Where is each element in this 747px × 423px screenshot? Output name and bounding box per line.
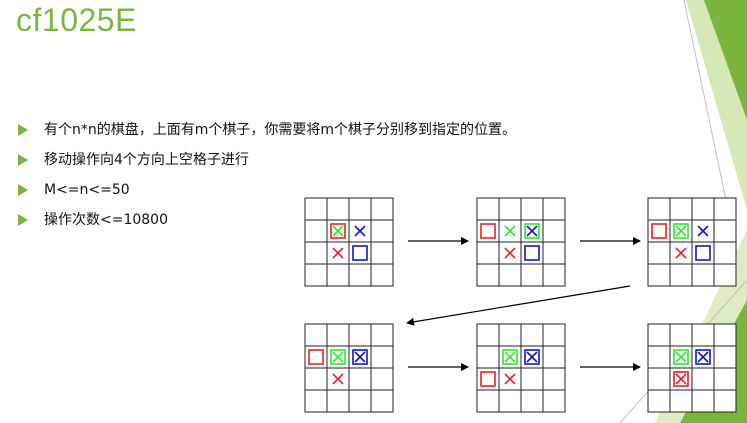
board-5 — [476, 323, 566, 413]
x-target-icon — [504, 225, 516, 237]
x-target-icon — [354, 351, 366, 363]
x-target-icon — [526, 225, 538, 237]
board-1 — [304, 197, 394, 287]
x-target-icon — [332, 247, 344, 259]
square-piece-icon — [524, 245, 540, 261]
bullet-text: M<=n<=50 — [44, 182, 130, 198]
boards-layer — [304, 197, 737, 413]
x-target-icon — [504, 351, 516, 363]
x-target-icon — [332, 373, 344, 385]
bullet-list: 有个n*n的棋盘，上面有m个棋子，你需要将m个棋子分别移到指定的位置。 移动操作… — [18, 120, 516, 240]
square-piece-icon — [330, 349, 346, 365]
square-piece-icon — [695, 245, 711, 261]
board-3 — [647, 197, 737, 287]
x-target-icon — [504, 247, 516, 259]
square-piece-icon — [673, 349, 689, 365]
board-4 — [304, 323, 394, 413]
page-title: cf1025E — [16, 2, 137, 38]
bullet-arrow-icon — [18, 214, 28, 226]
x-target-icon — [332, 351, 344, 363]
square-piece-icon — [480, 223, 496, 239]
board-6 — [647, 323, 737, 413]
x-target-icon — [697, 225, 709, 237]
square-piece-icon — [352, 349, 368, 365]
x-target-icon — [504, 373, 516, 385]
bullet-arrow-icon — [18, 184, 28, 196]
bullet-arrow-icon — [18, 124, 28, 136]
square-piece-icon — [673, 223, 689, 239]
x-target-icon — [697, 351, 709, 363]
square-piece-icon — [695, 349, 711, 365]
x-target-icon — [675, 247, 687, 259]
x-target-icon — [354, 225, 366, 237]
x-target-icon — [332, 225, 344, 237]
bullet-arrow-icon — [18, 154, 28, 166]
corner-band-dark — [704, 0, 747, 120]
square-piece-icon — [308, 349, 324, 365]
square-piece-icon — [673, 371, 689, 387]
x-target-icon — [675, 373, 687, 385]
bullet-item: 移动操作向4个方向上空格子进行 — [18, 150, 516, 180]
bullet-text: 移动操作向4个方向上空格子进行 — [44, 152, 249, 168]
bullet-item: 有个n*n的棋盘，上面有m个棋子，你需要将m个棋子分别移到指定的位置。 — [18, 120, 516, 150]
x-target-icon — [675, 225, 687, 237]
x-target-icon — [526, 351, 538, 363]
square-piece-icon — [352, 245, 368, 261]
square-piece-icon — [524, 349, 540, 365]
bullet-item: M<=n<=50 — [18, 180, 516, 210]
x-target-icon — [675, 351, 687, 363]
square-piece-icon — [524, 223, 540, 239]
bullet-text: 操作次数<=10800 — [44, 212, 168, 228]
bullet-text: 有个n*n的棋盘，上面有m个棋子，你需要将m个棋子分别移到指定的位置。 — [44, 122, 517, 138]
square-piece-icon — [502, 349, 518, 365]
square-piece-icon — [651, 223, 667, 239]
arrow-3-to-4 — [406, 285, 631, 326]
bullet-item: 操作次数<=10800 — [18, 210, 516, 240]
square-piece-icon — [480, 371, 496, 387]
square-piece-icon — [330, 223, 346, 239]
board-2 — [476, 197, 566, 287]
